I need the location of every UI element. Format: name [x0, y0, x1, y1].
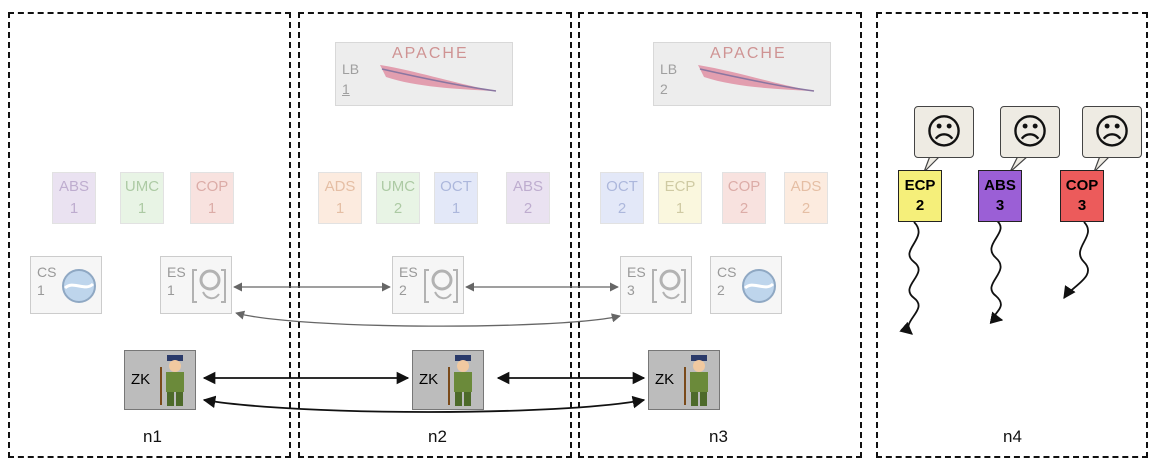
service-name: ABS — [512, 178, 543, 195]
lb-label: LB — [342, 61, 360, 77]
failed-service-cop-3: COP 3 — [1060, 170, 1104, 222]
service-abs-1: ABS 1 — [52, 172, 96, 224]
globe-icon — [62, 269, 96, 303]
lb-index: 2 — [660, 81, 668, 97]
service-num: 2 — [739, 200, 749, 217]
service-name: OCT — [440, 178, 472, 195]
zookeeper-icon — [160, 355, 184, 406]
config-server-2: CS 2 — [710, 256, 782, 314]
elasticsearch-2: ES 2 — [392, 256, 464, 314]
cs-label: CS — [37, 264, 57, 280]
elasticsearch-icon — [192, 269, 226, 303]
apache-logo-text: APACHE — [392, 45, 469, 62]
service-oct-2: OCT 2 — [600, 172, 644, 224]
service-name: UMC — [124, 178, 160, 195]
apache-feather-icon — [380, 65, 497, 92]
failed-service-ecp-2: ECP 2 — [898, 170, 942, 222]
service-num: 3 — [1077, 197, 1087, 214]
service-oct-1: OCT 1 — [434, 172, 478, 224]
service-name: COP — [727, 178, 761, 195]
load-balancer-1: LB 1 APACHE — [335, 42, 513, 106]
service-abs-2: ABS 2 — [506, 172, 550, 224]
service-ads-1: ADS 1 — [318, 172, 362, 224]
service-num: 2 — [393, 200, 403, 217]
es-num: 3 — [627, 282, 635, 298]
node-n3 — [578, 12, 862, 458]
service-name: OCT — [606, 178, 638, 195]
service-name: ECP — [664, 178, 696, 195]
elasticsearch-1: ES 1 — [160, 256, 232, 314]
service-name: ECP — [904, 177, 936, 194]
service-num: 3 — [995, 197, 1005, 214]
elasticsearch-icon — [652, 269, 686, 303]
service-num: 1 — [675, 200, 685, 217]
es-label: ES — [627, 264, 646, 280]
service-name: ADS — [790, 178, 822, 195]
node-n2 — [298, 12, 572, 458]
sad-face-icon: ☹ — [914, 106, 974, 158]
service-num: 1 — [69, 200, 79, 217]
config-server-1: CS 1 — [30, 256, 102, 314]
sad-face-icon: ☹ — [1082, 106, 1142, 158]
zk-label: ZK — [655, 371, 675, 388]
service-num: 1 — [137, 200, 147, 217]
node-label-n3: n3 — [709, 427, 728, 446]
node-n1 — [8, 12, 291, 458]
service-cop-2: COP 2 — [722, 172, 766, 224]
zookeeper-2: ZK — [412, 350, 484, 410]
service-num: 1 — [207, 200, 217, 217]
es-label: ES — [399, 264, 418, 280]
zookeeper-3: ZK — [648, 350, 720, 410]
sad-face-icon: ☹ — [1000, 106, 1060, 158]
service-name: UMC — [380, 178, 416, 195]
service-umc-1: UMC 1 — [120, 172, 164, 224]
zookeeper-icon — [448, 355, 472, 406]
node-label-n1: n1 — [143, 427, 162, 446]
service-name: ADS — [324, 178, 356, 195]
zookeeper-icon — [684, 355, 708, 406]
apache-logo-text: APACHE — [710, 45, 787, 62]
es-num: 1 — [167, 282, 175, 298]
load-balancer-2: LB 2 APACHE — [653, 42, 831, 106]
service-cop-1: COP 1 — [190, 172, 234, 224]
node-label-n4: n4 — [1003, 427, 1022, 446]
zk-label: ZK — [131, 371, 151, 388]
node-n4 — [876, 12, 1148, 458]
node-label-n2: n2 — [428, 427, 447, 446]
service-num: 2 — [915, 197, 925, 214]
es-num: 2 — [399, 282, 407, 298]
service-name: ABS — [58, 178, 89, 195]
service-name: COP — [195, 178, 229, 195]
service-num: 1 — [335, 200, 345, 217]
service-num: 2 — [801, 200, 811, 217]
service-ecp-1: ECP 1 — [658, 172, 702, 224]
globe-icon — [742, 269, 776, 303]
service-ads-2: ADS 2 — [784, 172, 828, 224]
service-num: 1 — [451, 200, 461, 217]
service-num: 2 — [523, 200, 533, 217]
service-umc-2: UMC 2 — [376, 172, 420, 224]
failed-service-abs-3: ABS 3 — [978, 170, 1022, 222]
service-name: ABS — [984, 177, 1016, 194]
cs-num: 1 — [37, 282, 45, 298]
zk-label: ZK — [419, 371, 439, 388]
apache-feather-icon — [698, 65, 815, 92]
cs-label: CS — [717, 264, 737, 280]
zookeeper-1: ZK — [124, 350, 196, 410]
lb-label: LB — [660, 61, 678, 77]
lb-index: 1 — [342, 81, 350, 97]
service-name: COP — [1065, 177, 1099, 194]
cs-num: 2 — [717, 282, 725, 298]
elasticsearch-3: ES 3 — [620, 256, 692, 314]
es-label: ES — [167, 264, 186, 280]
service-num: 2 — [617, 200, 627, 217]
elasticsearch-icon — [424, 269, 458, 303]
